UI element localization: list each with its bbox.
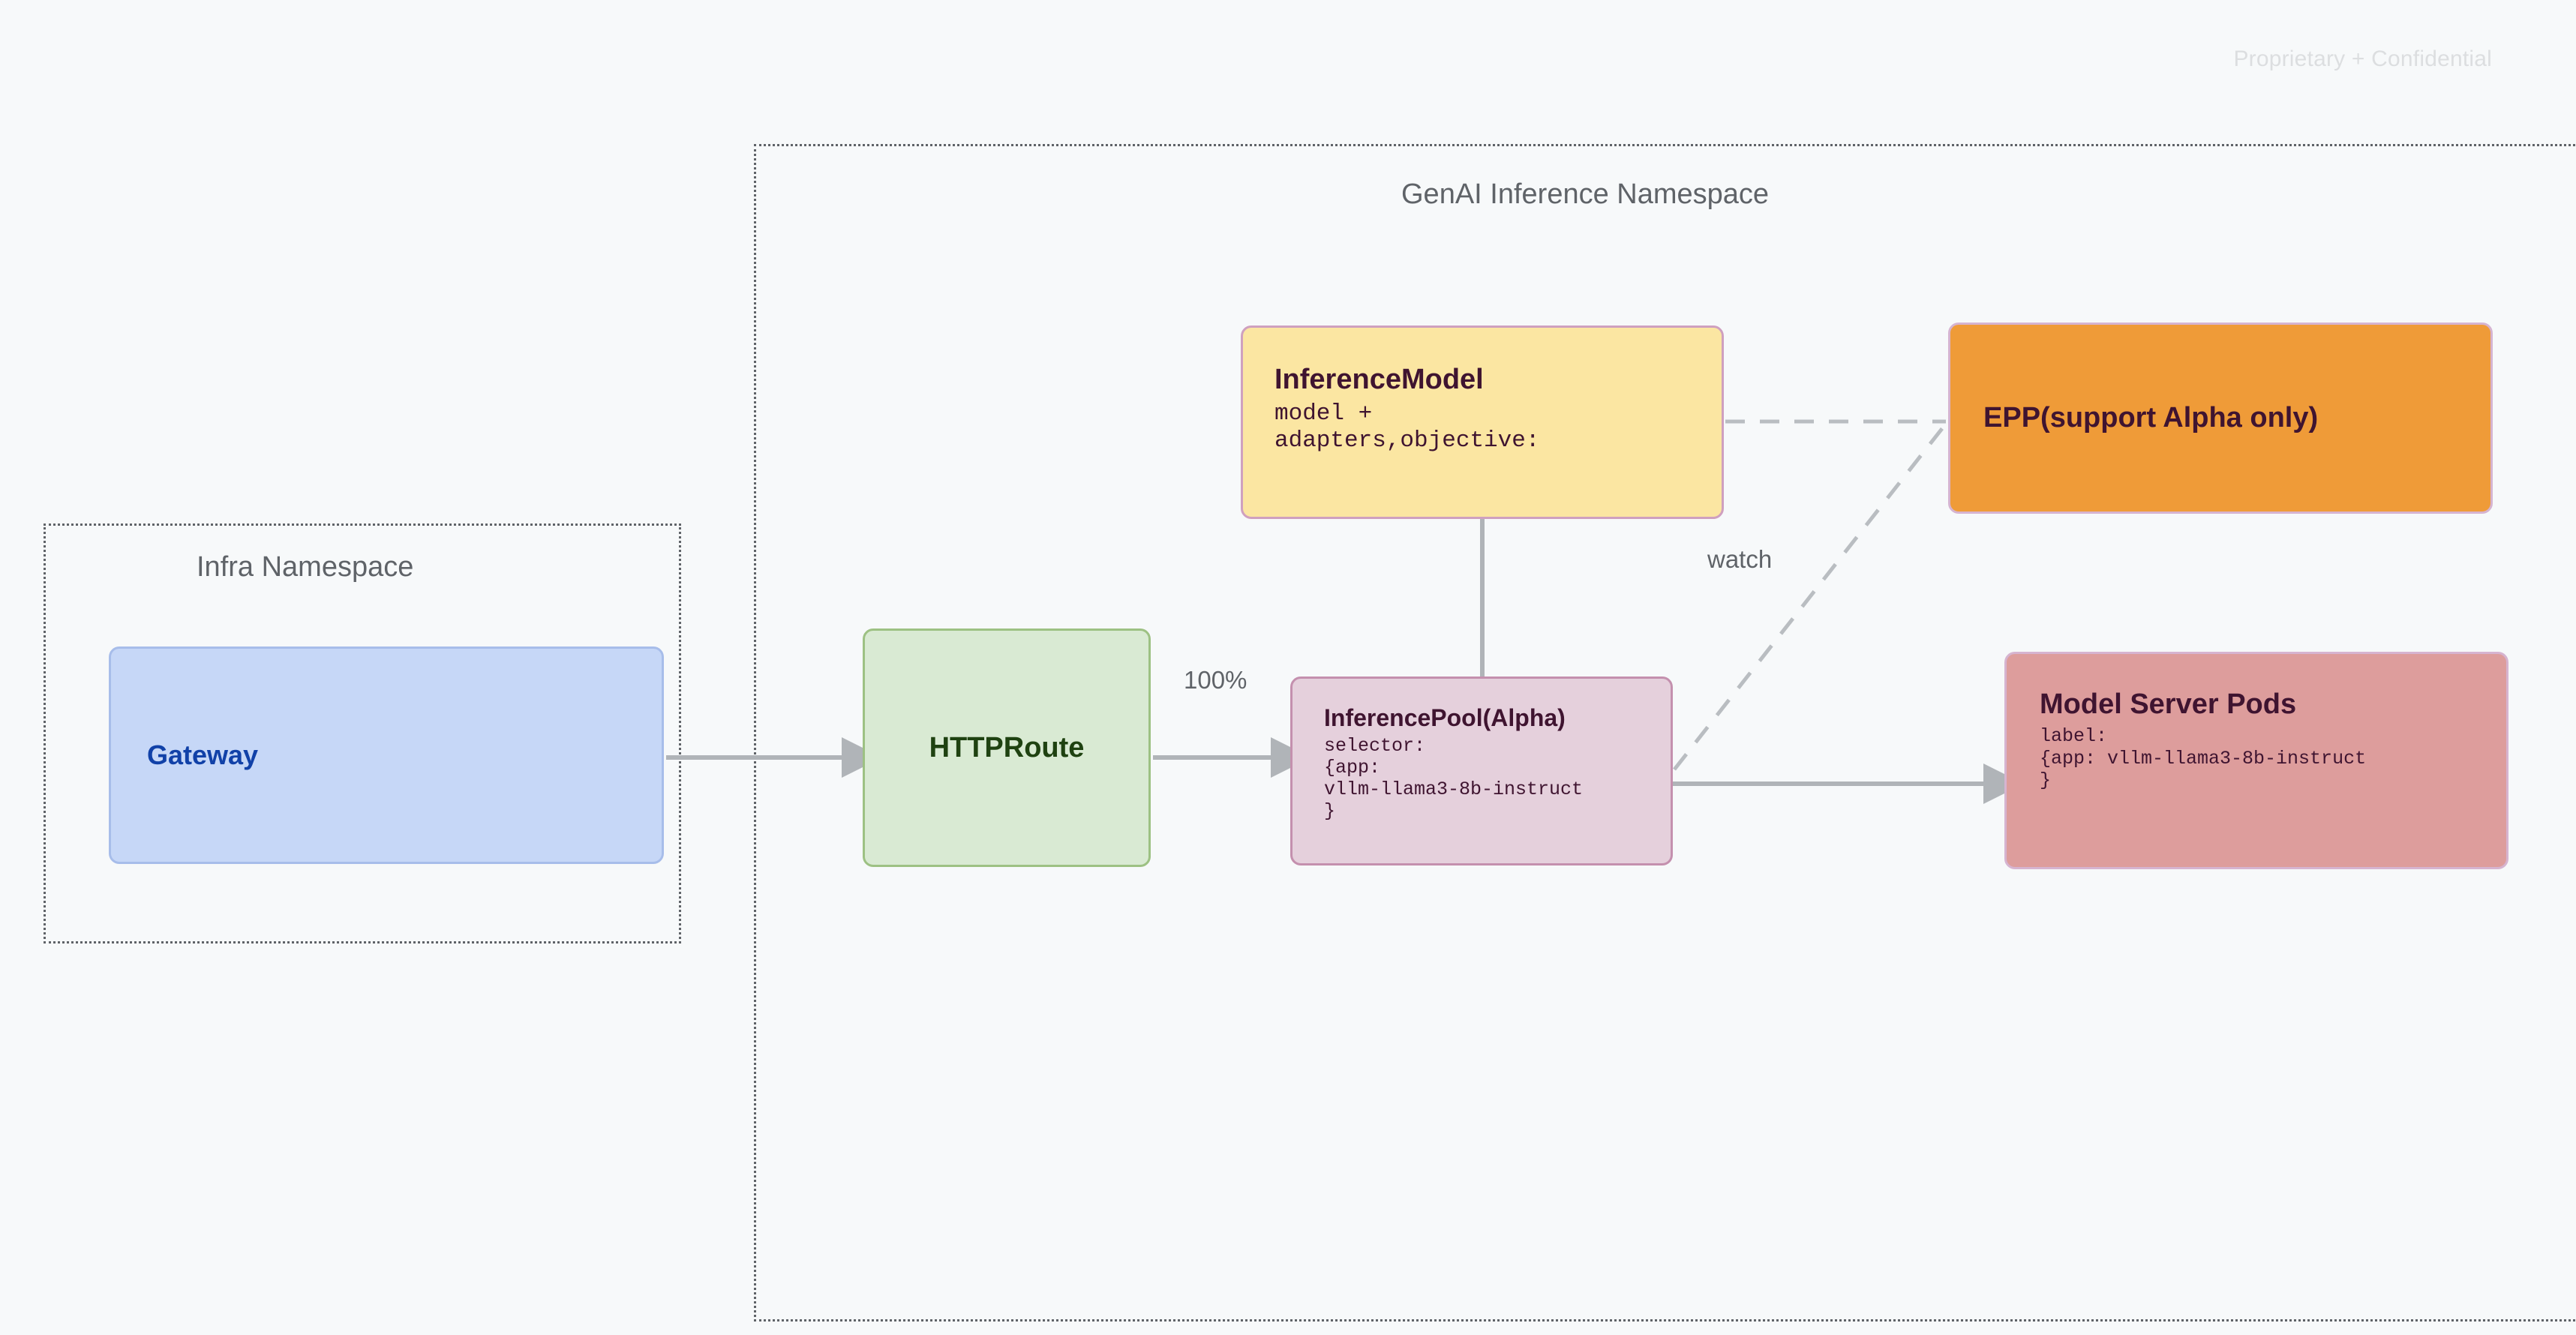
node-httproute[interactable]: HTTPRoute bbox=[863, 628, 1151, 867]
node-gateway[interactable]: Gateway bbox=[109, 646, 664, 864]
namespace-infra bbox=[44, 524, 681, 944]
node-inference-pool-line2: {app: bbox=[1324, 757, 1381, 778]
edge-label-traffic-weight: 100% bbox=[1184, 666, 1247, 694]
confidentiality-watermark: Proprietary + Confidential bbox=[2233, 46, 2492, 71]
node-inference-pool-line3: vllm-llama3-8b-instruct bbox=[1324, 778, 1584, 800]
node-inference-model-line1: model + bbox=[1274, 400, 1373, 427]
node-inference-pool-line1: selector: bbox=[1324, 735, 1426, 757]
node-model-server-pods[interactable]: Model Server Pods label: {app: vllm-llam… bbox=[2004, 652, 2508, 869]
namespace-genai-title: GenAI Inference Namespace bbox=[1401, 178, 1770, 210]
node-inference-pool-title: InferencePool(Alpha) bbox=[1324, 704, 1566, 731]
node-model-server-pods-line1: label: bbox=[2040, 725, 2108, 747]
edge-label-watch: watch bbox=[1707, 545, 1773, 573]
node-inference-model-title: InferenceModel bbox=[1274, 364, 1484, 395]
node-inference-model[interactable]: InferenceModel model + adapters,objectiv… bbox=[1241, 326, 1724, 519]
namespace-genai-inference bbox=[754, 144, 2576, 1322]
node-model-server-pods-line3: } bbox=[2040, 770, 2052, 791]
node-gateway-title: Gateway bbox=[147, 740, 259, 770]
node-httproute-title: HTTPRoute bbox=[929, 731, 1085, 764]
namespace-infra-title: Infra Namespace bbox=[197, 551, 414, 583]
node-inference-pool[interactable]: InferencePool(Alpha) selector: {app: vll… bbox=[1290, 676, 1673, 866]
node-model-server-pods-title: Model Server Pods bbox=[2040, 688, 2297, 720]
node-inference-model-line2: adapters,objective: bbox=[1274, 428, 1540, 454]
node-epp[interactable]: EPP(support Alpha only) bbox=[1948, 322, 2493, 514]
node-model-server-pods-line2: {app: vllm-llama3-8b-instruct bbox=[2040, 747, 2367, 770]
node-inference-pool-line4: } bbox=[1324, 800, 1336, 822]
node-epp-title: EPP(support Alpha only) bbox=[1983, 402, 2319, 434]
